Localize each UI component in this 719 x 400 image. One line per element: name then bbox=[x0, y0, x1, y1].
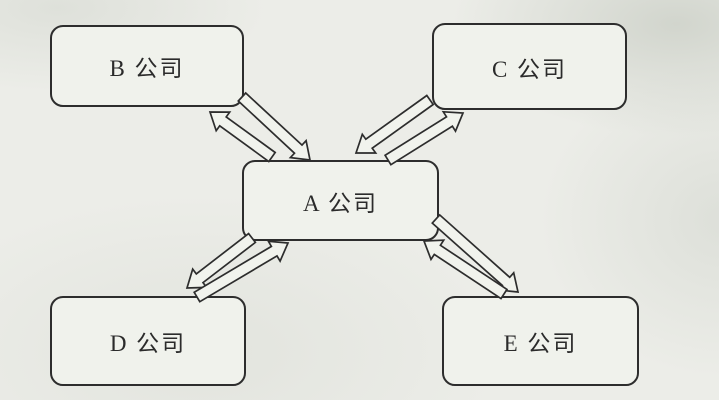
node-a-company: A 公司 bbox=[242, 160, 439, 241]
node-c-label: C 公司 bbox=[491, 56, 568, 82]
arrow-d-to-a bbox=[193, 240, 290, 303]
node-d-label: D 公司 bbox=[109, 331, 187, 356]
arrow-b-to-a bbox=[237, 91, 312, 161]
node-b-company: B 公司 bbox=[50, 25, 244, 107]
node-e-label: E 公司 bbox=[503, 331, 578, 356]
arrow-a-to-b bbox=[208, 111, 277, 163]
node-b-label: B 公司 bbox=[109, 56, 185, 81]
node-e-company: E 公司 bbox=[442, 296, 639, 386]
node-c-company: C 公司 bbox=[432, 23, 627, 110]
node-a-label: A 公司 bbox=[302, 190, 379, 216]
arrow-c-to-a bbox=[354, 94, 435, 154]
arrow-a-to-e bbox=[431, 213, 520, 293]
node-d-company: D 公司 bbox=[50, 296, 246, 386]
arrow-a-to-c bbox=[383, 110, 465, 166]
arrow-e-to-a bbox=[422, 239, 509, 300]
arrow-a-to-d bbox=[185, 232, 257, 289]
